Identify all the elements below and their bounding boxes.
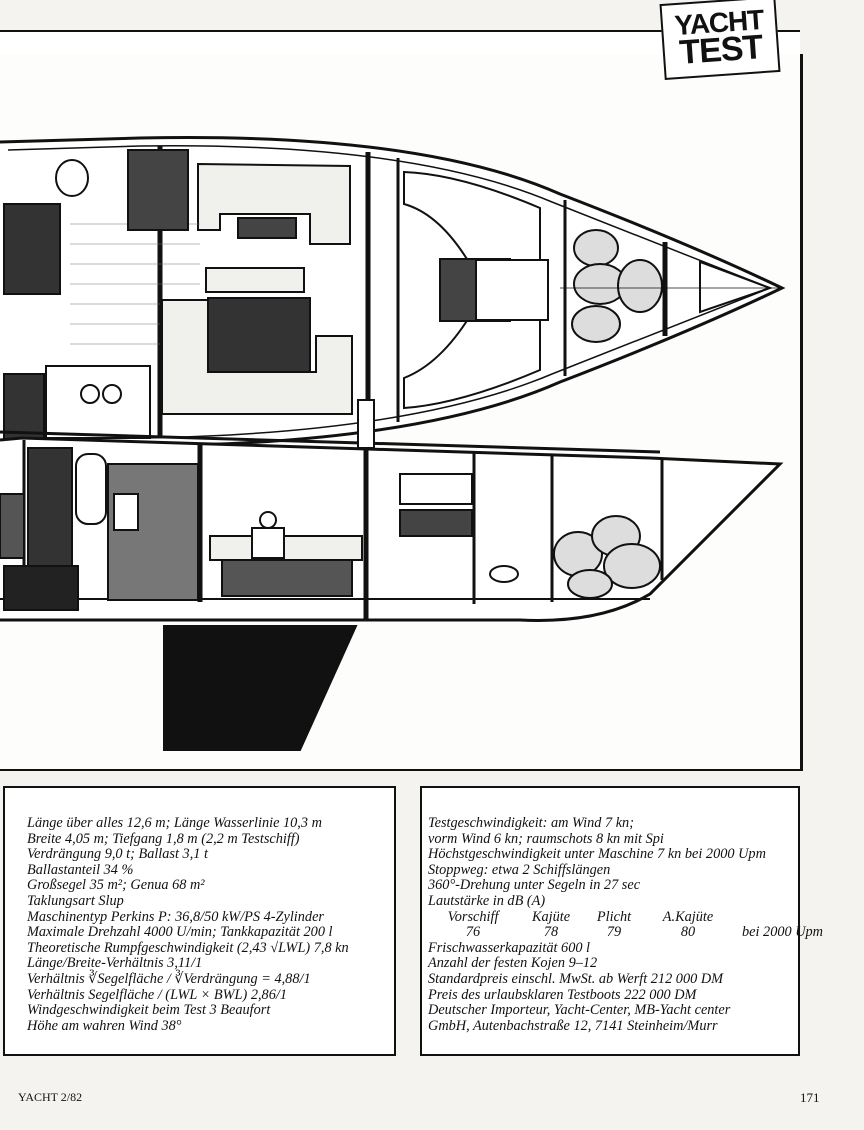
spec-line: Anzahl der festen Kojen 9–12 — [428, 955, 598, 972]
spec-line: Länge über alles 12,6 m; Länge Wasserlin… — [27, 815, 322, 831]
noise-headers: Vorschiff Kajüte Plicht A.Kajüte — [428, 908, 798, 926]
deck-plan-drawing — [0, 135, 786, 448]
noise-value: 79 — [606, 924, 622, 941]
yacht-plan-drawings — [0, 135, 786, 751]
spec-line: Deutscher Importeur, Yacht-Center, MB-Ya… — [428, 1002, 731, 1019]
spec-line: Länge/Breite-Verhältnis 3,11/1 — [27, 955, 203, 972]
spec-line: Höhe am wahren Wind 38° — [27, 1017, 182, 1034]
noise-header: Plicht — [596, 908, 632, 925]
footer-issue: YACHT 2/82 — [18, 1090, 83, 1104]
spec-line: vorm Wind 6 kn; raumschots 8 kn mit Spi — [428, 830, 664, 847]
spec-line: Breite 4,05 m; Tiefgang 1,8 m (2,2 m Tes… — [27, 830, 300, 847]
profile-drawing — [0, 399, 784, 751]
noise-header: Kajüte — [531, 908, 571, 925]
spec-line: Verhältnis Segelfläche / (LWL × BWL) 2,8… — [27, 986, 287, 1003]
noise-header — [732, 910, 798, 926]
specs-left-box: Länge über alles 12,6 m; Länge Wasserlin… — [3, 786, 396, 1056]
logo-line-2: TEST — [678, 28, 764, 73]
spec-line: Preis des urlaubsklaren Testboots 222 00… — [428, 986, 697, 1003]
spec-line: Taklungsart Slup — [27, 892, 124, 909]
noise-header: Vorschiff — [447, 908, 499, 925]
spec-line: Höchstgeschwindigkeit unter Maschine 7 k… — [428, 846, 766, 863]
spec-line: Maschinentyp Perkins P: 36,8/50 kW/PS 4-… — [27, 908, 324, 925]
noise-values: 76 78 79 80 bei 2000 Upm — [428, 924, 823, 941]
noise-header: A.Kajüte — [662, 908, 714, 925]
spec-line: Testgeschwindigkeit: am Wind 7 kn; — [428, 815, 634, 831]
spec-line: 360°-Drehung unter Segeln in 27 sec — [428, 877, 641, 894]
spec-line: Windgeschwindigkeit beim Test 3 Beaufort — [27, 1002, 271, 1019]
noise-rpm: bei 2000 Upm — [742, 924, 824, 941]
spec-line: Stoppweg: etwa 2 Schiffslängen — [428, 861, 611, 878]
spec-line: Maximale Drehzahl 4000 U/min; Tankkapazi… — [27, 924, 333, 941]
page-number: 171 — [800, 1090, 820, 1105]
noise-value: 80 — [680, 924, 696, 941]
spec-line: Standardpreis einschl. MwSt. ab Werft 21… — [428, 970, 724, 987]
spec-line: Großsegel 35 m²; Genua 68 m² — [27, 877, 205, 894]
spec-line: Frischwasserkapazität 600 l — [428, 939, 591, 956]
noise-value: 76 — [465, 924, 481, 941]
spec-line: Ballastanteil 34 % — [27, 861, 134, 878]
spec-line: Theoretische Rumpfgeschwindigkeit (2,43 … — [27, 939, 349, 956]
specs-right-box: Testgeschwindigkeit: am Wind 7 kn; vorm … — [420, 786, 823, 1056]
noise-value: 78 — [543, 924, 559, 941]
spec-line: Verhältnis ∛Segelfläche / ∛Verdrängung =… — [27, 970, 311, 987]
yacht-test-logo: YACHT TEST — [659, 0, 781, 80]
spec-line: Verdrängung 9,0 t; Ballast 3,1 t — [27, 846, 208, 863]
spec-line: GmbH, Autenbachstraße 12, 7141 Steinheim… — [428, 1017, 718, 1034]
spec-line: Lautstärke in dB (A) — [428, 892, 546, 909]
